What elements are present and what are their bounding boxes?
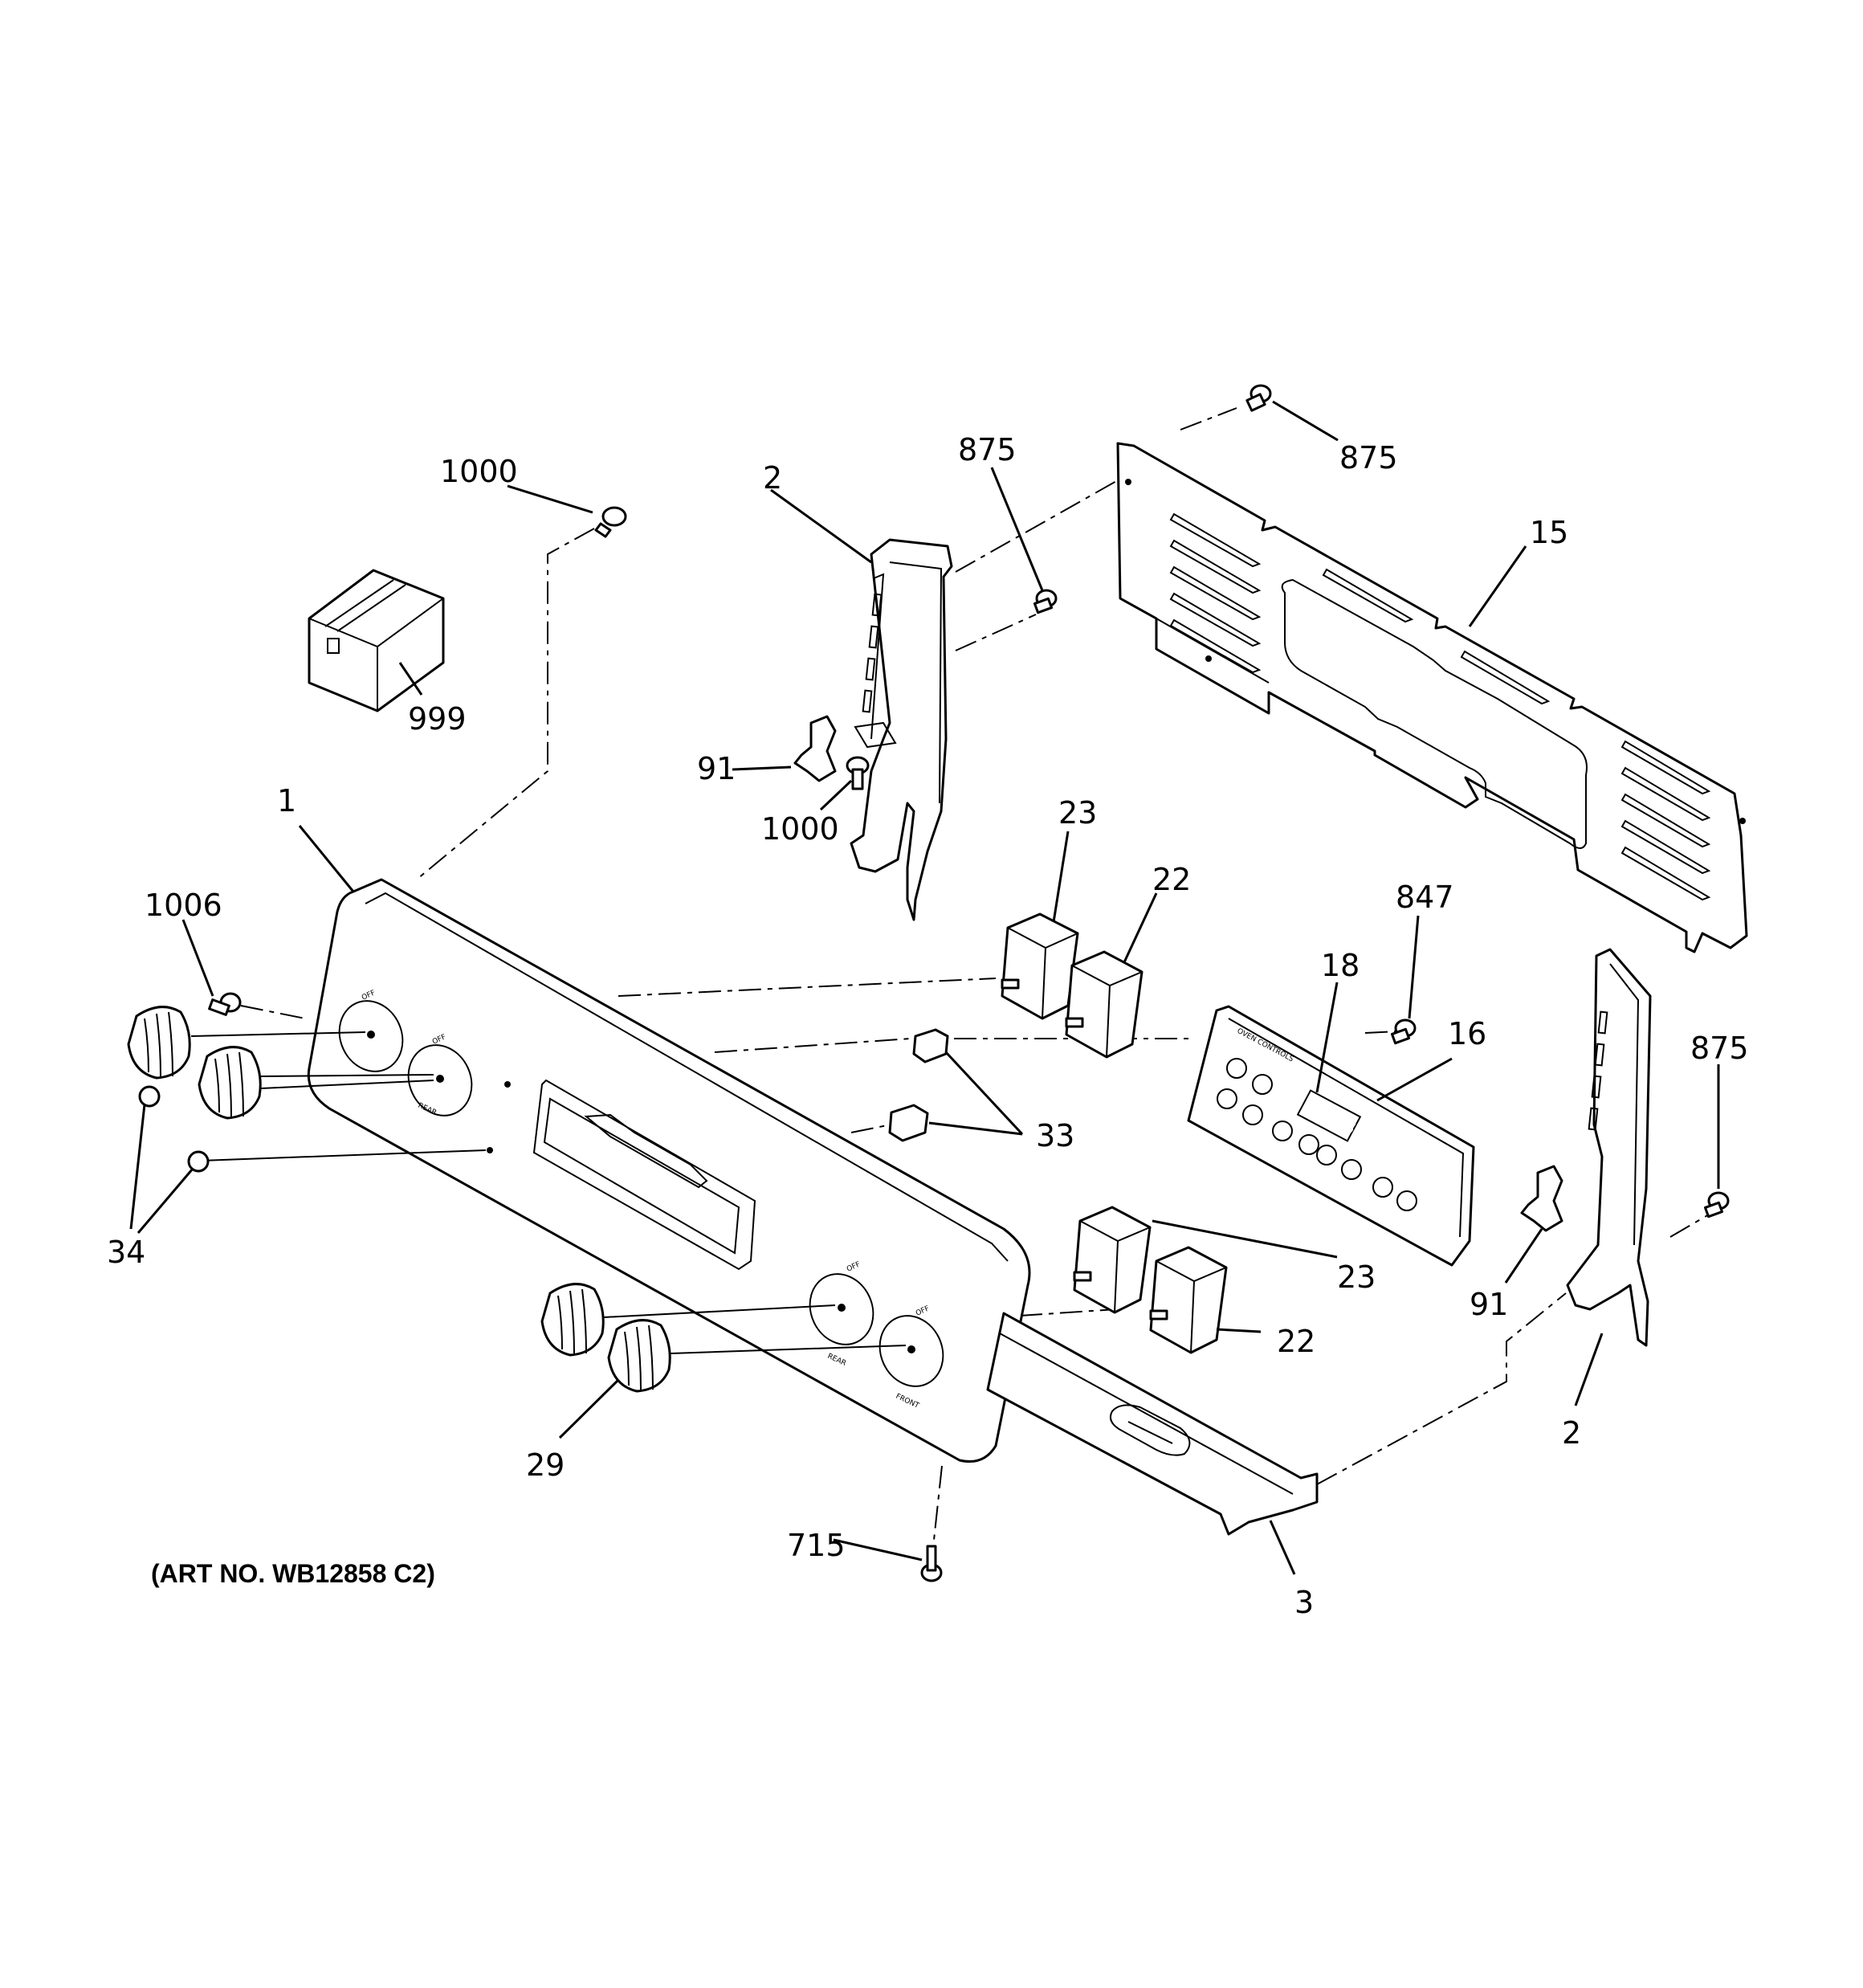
label-29: 29 (526, 1447, 565, 1483)
knob-part-29-right-front (607, 1319, 671, 1393)
label-1006: 1006 (145, 888, 222, 923)
label-23-upper: 23 (1058, 795, 1097, 831)
parts-kit-box-part-999 (308, 569, 445, 712)
control-board-part-16: 88:88 OVEN CONTROLS (1187, 1005, 1475, 1267)
label-875-bracket: 875 (958, 432, 1017, 467)
screw-part-715 (920, 1545, 943, 1582)
plug-part-34-upper (138, 1085, 161, 1108)
clip-part-91-lower (1520, 1165, 1563, 1232)
rocker-switch-part-33-lower (888, 1104, 929, 1142)
knob-part-29-right-rear (540, 1283, 605, 1357)
label-91-lower: 91 (1470, 1287, 1508, 1322)
label-16: 16 (1448, 1016, 1486, 1051)
screw-part-1000-upper (594, 506, 627, 538)
label-1: 1 (277, 783, 296, 818)
label-2-lower: 2 (1562, 1415, 1581, 1451)
switch-part-22-upper (1065, 950, 1143, 1059)
rocker-switch-part-33-upper (912, 1028, 949, 1063)
alignment-lines (240, 407, 1715, 1563)
back-panel-part-15 (1116, 442, 1748, 953)
label-2-upper: 2 (763, 460, 782, 496)
bottom-trim-part-3 (986, 1312, 1319, 1536)
side-bracket-left-part-2 (850, 538, 953, 921)
label-875-right: 875 (1690, 1031, 1749, 1066)
label-91-upper: 91 (697, 751, 736, 786)
label-1000-bracket: 1000 (761, 811, 839, 847)
side-bracket-right-part-2 (1566, 948, 1652, 1347)
art-number: (ART NO. WB12858 C2) (151, 1559, 435, 1588)
label-15: 15 (1530, 515, 1568, 550)
label-34: 34 (107, 1235, 145, 1270)
screw-part-1000-bracket (846, 756, 870, 790)
label-23-lower: 23 (1337, 1259, 1376, 1295)
label-22-lower: 22 (1277, 1324, 1315, 1359)
switch-part-23-upper (1001, 912, 1079, 1020)
control-panel-part-1: OFF OFF REAR OFF OFF REAR FRONT (307, 878, 1031, 1463)
knob-alignment-lines (190, 1031, 907, 1354)
label-715: 715 (787, 1528, 846, 1563)
leader-lines (129, 400, 1720, 1575)
plug-part-34-lower (187, 1150, 210, 1173)
label-33: 33 (1036, 1118, 1074, 1153)
label-1000-upper: 1000 (440, 454, 518, 489)
knob-part-29-left-rear (127, 1006, 191, 1080)
label-3: 3 (1294, 1585, 1314, 1620)
label-875-top: 875 (1339, 440, 1398, 476)
screw-part-1006 (208, 992, 242, 1016)
screw-part-847 (1390, 1018, 1417, 1045)
label-999: 999 (408, 701, 467, 737)
screw-part-875-top (1245, 384, 1272, 412)
switch-part-23-lower (1073, 1206, 1152, 1314)
clip-part-91-upper (793, 715, 837, 782)
switch-part-22-lower (1149, 1246, 1228, 1354)
label-847: 847 (1396, 880, 1454, 915)
label-22-upper: 22 (1152, 862, 1191, 897)
label-18: 18 (1321, 948, 1360, 983)
screw-part-875-right (1703, 1191, 1730, 1219)
screw-part-875-bracket (1033, 589, 1058, 614)
callout-labels: 1000 999 2 91 1000 875 875 15 1 1006 34 … (107, 432, 1749, 1620)
knob-part-29-left-front (198, 1046, 262, 1120)
